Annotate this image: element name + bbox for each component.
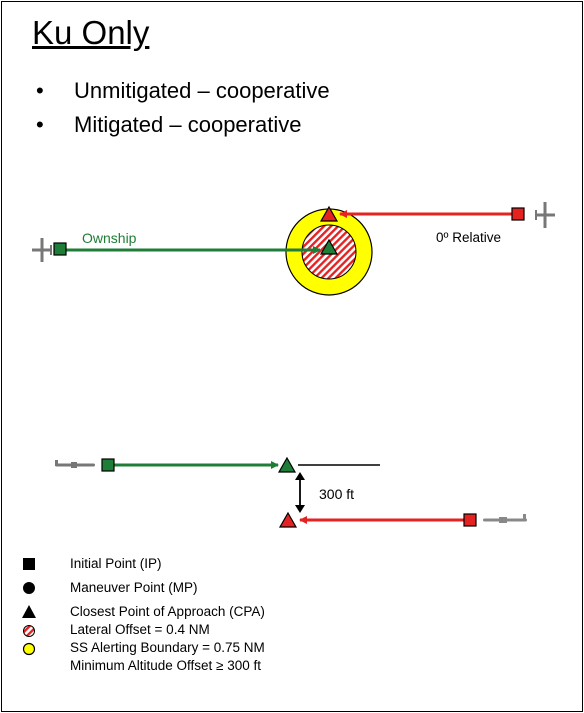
ownship-aircraft-icon — [32, 238, 52, 262]
ownship-cpa-triangle — [319, 238, 339, 255]
bottom-scenario: 300 ft — [55, 456, 527, 528]
intruder-aircraft-icon — [535, 202, 555, 228]
hatched-circle-icon — [23, 625, 35, 637]
ownship-initial-point — [53, 242, 67, 256]
intruder-relative-label: 0º Relative — [436, 230, 501, 245]
bullet-unmitigated: Unmitigated – cooperative — [36, 74, 330, 108]
intruder-side-aircraft-icon — [483, 514, 527, 523]
slide-title: Ku Only — [32, 14, 150, 51]
ownship-side-cpa-triangle — [277, 456, 297, 473]
altitude-arrow-down-icon — [295, 505, 305, 513]
square-icon — [23, 558, 35, 570]
ownship-label: Ownship — [82, 230, 137, 246]
top-scenario: Ownship 0º Relative — [32, 202, 555, 296]
ownship-side-aircraft-icon — [55, 460, 95, 468]
intruder-side-cpa-triangle — [278, 511, 298, 528]
triangle-icon — [22, 605, 36, 618]
altitude-offset-label: 300 ft — [319, 486, 354, 502]
yellow-circle-icon — [22, 642, 36, 656]
bullet-mitigated: Mitigated – cooperative — [36, 108, 330, 142]
bullet-list: Unmitigated – cooperative Mitigated – co… — [36, 74, 330, 142]
intruder-initial-point — [511, 207, 525, 221]
ownship-side-initial-point — [101, 458, 115, 472]
circle-icon — [23, 582, 35, 594]
intruder-cpa-triangle — [319, 205, 339, 222]
altitude-arrow-up-icon — [295, 472, 305, 480]
intruder-side-initial-point — [463, 513, 477, 527]
